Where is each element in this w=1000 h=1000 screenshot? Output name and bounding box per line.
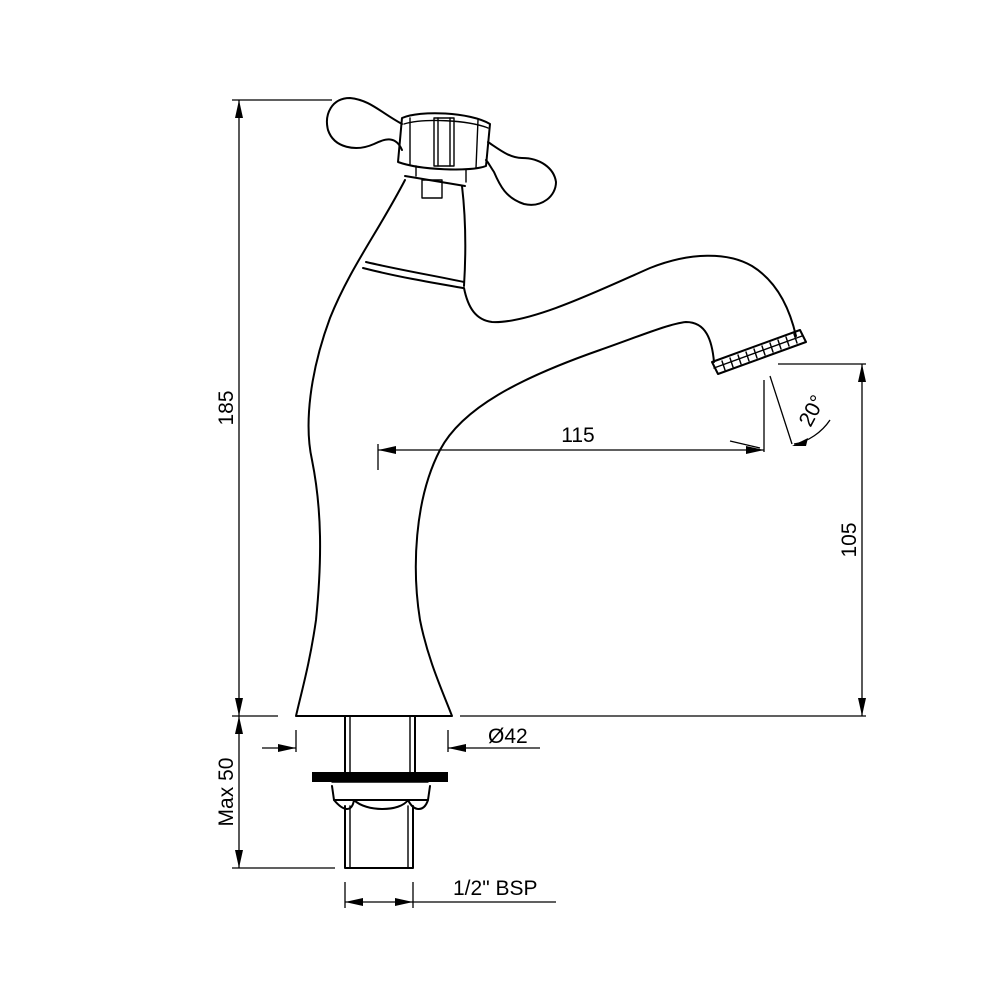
thread-dimension — [344, 882, 556, 908]
angle-label: 20° — [795, 392, 830, 431]
arrowhead — [448, 744, 466, 752]
thread-label: 1/2" BSP — [453, 877, 538, 900]
max-thickness-label: Max 50 — [215, 758, 238, 827]
washer — [312, 772, 448, 782]
arrowhead — [345, 898, 363, 906]
arrowhead — [378, 446, 396, 454]
max-thickness-dimension — [232, 716, 335, 869]
arrowhead — [235, 850, 243, 868]
arrowhead — [746, 446, 764, 454]
height-dimension — [232, 99, 332, 717]
base-diameter-dimension — [262, 730, 540, 752]
spout-height-label: 105 — [838, 522, 861, 557]
reach-dimension — [377, 380, 765, 470]
spout-height-dimension — [460, 363, 866, 717]
arrowhead — [858, 364, 866, 382]
arrowhead — [235, 698, 243, 716]
arrowhead — [792, 438, 808, 446]
base-diameter-label: Ø42 — [488, 725, 528, 748]
arrowhead — [395, 898, 413, 906]
spout-aerator — [711, 329, 807, 375]
arrowhead — [278, 744, 296, 752]
angle-dimension — [769, 375, 831, 446]
arrowhead — [235, 100, 243, 118]
arrowhead — [235, 716, 243, 734]
reach-label: 115 — [561, 424, 594, 447]
arrowhead — [858, 698, 866, 716]
tail-fixing — [312, 715, 448, 869]
cross-head-handle — [326, 97, 557, 206]
tap-body — [295, 175, 797, 717]
height-label: 185 — [215, 390, 238, 425]
